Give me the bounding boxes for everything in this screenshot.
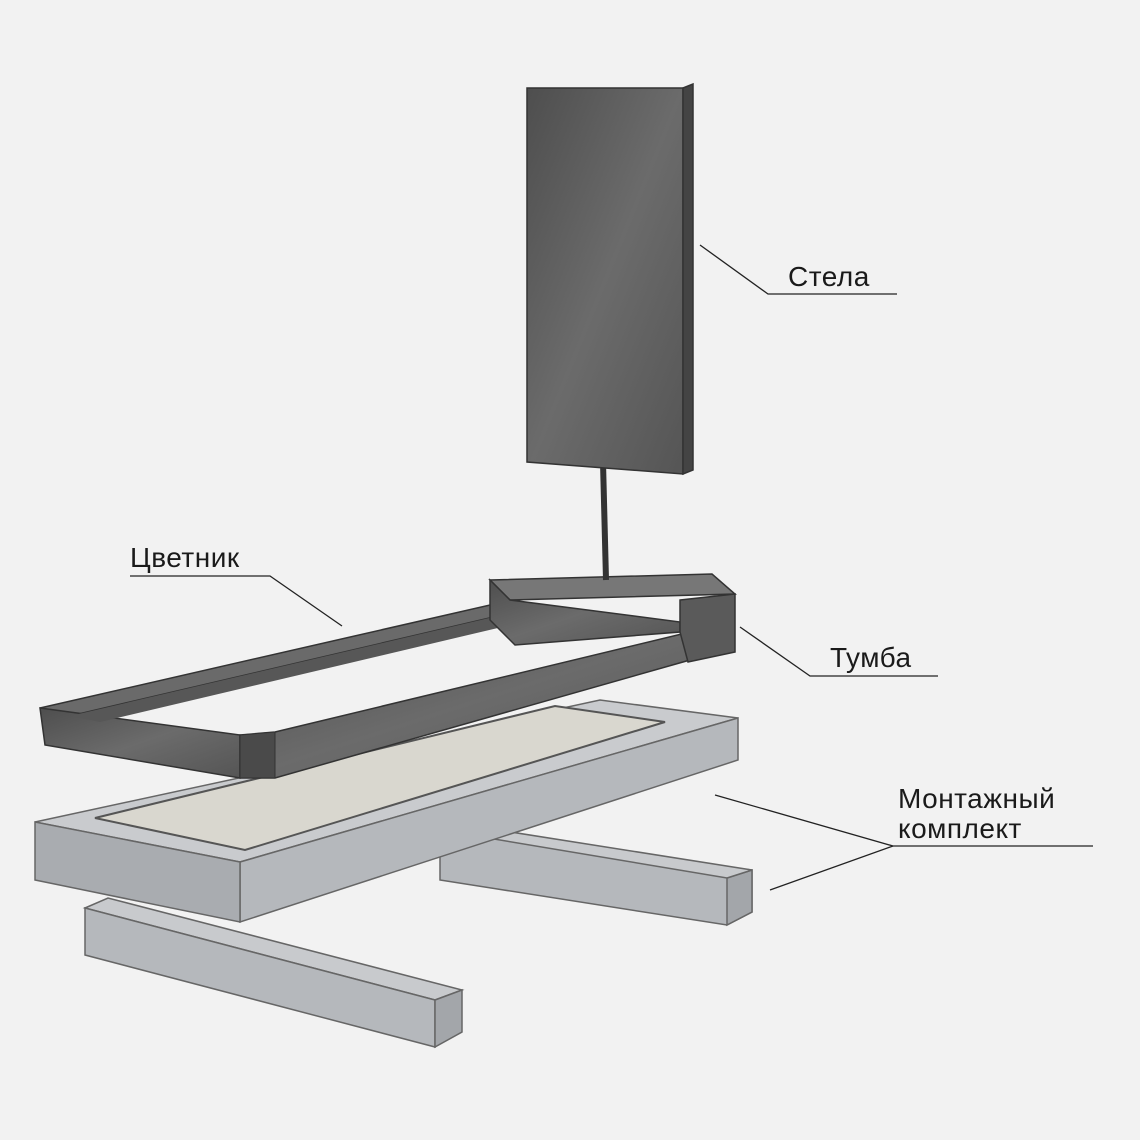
stela-rod: [600, 461, 609, 581]
leader-lines: [130, 244, 1093, 891]
label-tsvetnik: Цветник: [130, 542, 240, 573]
label-tumba: Тумба: [830, 642, 912, 673]
label-montazh-line2: комплект: [898, 813, 1022, 844]
stela: [526, 82, 694, 476]
leader-montazh-2: [769, 845, 894, 891]
mounting-beam-left: [82, 897, 465, 1049]
mounting-beam-right: [439, 823, 753, 927]
tumba-base: [488, 573, 737, 663]
mounting-frame: [34, 699, 739, 924]
leader-tumba: [739, 626, 938, 677]
label-stela: Стела: [788, 261, 870, 292]
label-montazh-line1: Монтажный: [898, 783, 1056, 814]
leader-stela: [699, 244, 897, 295]
leader-tsvetnik: [130, 575, 343, 627]
